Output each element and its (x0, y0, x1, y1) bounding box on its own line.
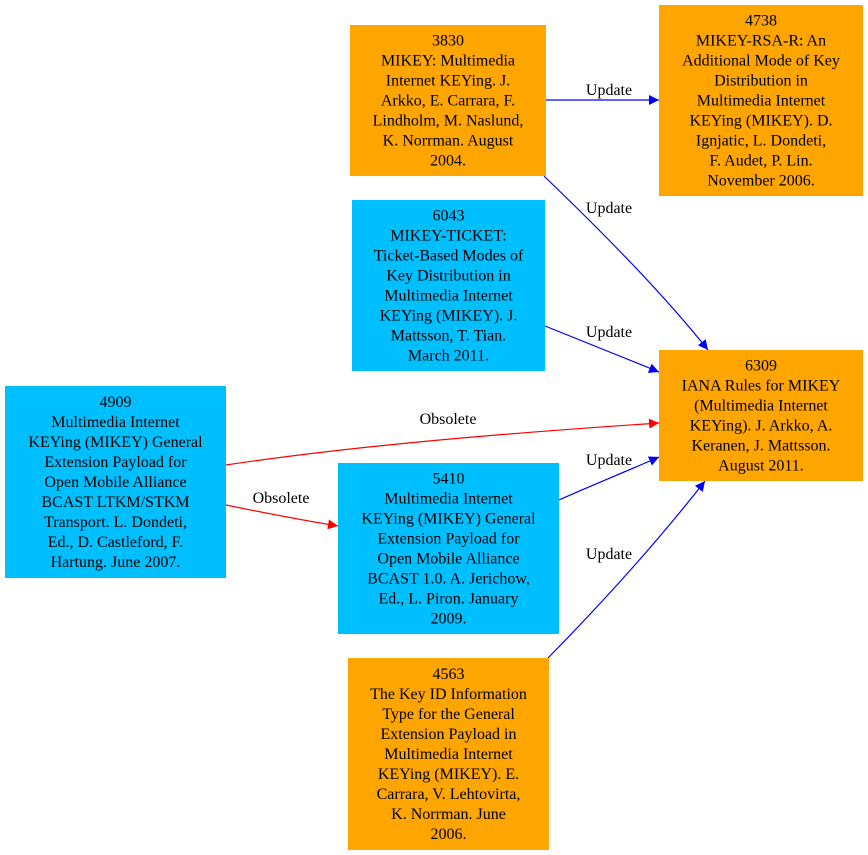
node-description-line: BCAST 1.0. A. Jerichow, (367, 571, 530, 588)
node-rfc-number: 6043 (433, 208, 465, 225)
node-description-line: Keranen, J. Mattsson. (691, 438, 830, 455)
node-description-line: Multimedia Internet (384, 746, 513, 763)
node-description-line: MIKEY-TICKET: (390, 228, 507, 245)
edge-label-6043-to-6309: Update (586, 324, 632, 341)
node-box (659, 350, 863, 481)
node-description-line: Hartung. June 2007. (51, 554, 181, 571)
node-description-line: Ignjatic, L. Dondeti, (696, 133, 826, 150)
node-description-line: MIKEY-RSA-R: An (696, 33, 826, 50)
node-description-line: Multimedia Internet (697, 93, 826, 110)
node-description-line: Ticket-Based Modes of (374, 248, 524, 265)
node-description-line: (Multimedia Internet (694, 398, 828, 415)
node-description-line: Open Mobile Alliance (44, 474, 186, 491)
node-description-line: KEYing (MIKEY) General (361, 511, 536, 528)
node-description-line: Extension Payload for (377, 531, 520, 548)
node-description-line: Extension Payload for (44, 454, 187, 471)
node-rfc-number: 4738 (745, 13, 777, 30)
node-description-line: KEYing). J. Arkko, A. (690, 418, 833, 435)
node-box (659, 5, 863, 196)
node-description-line: 2004. (430, 153, 466, 170)
edge-label-4909-to-6309: Obsolete (420, 411, 477, 428)
node-box (352, 200, 545, 371)
node-rfc-number: 4909 (100, 394, 132, 411)
node-description-line: KEYing (MIKEY). E. (378, 766, 519, 783)
edge-label-5410-to-6309: Update (586, 452, 632, 469)
node-description-line: K. Norrman. June (391, 806, 506, 823)
node-description-line: KEYing (MIKEY). J. (380, 308, 518, 325)
node-description-line: F. Audet, P. Lin. (709, 153, 812, 170)
node-description-line: Distribution in (714, 73, 808, 90)
edge-4563-to-6309 (547, 480, 706, 659)
edge-3830-to-6309 (543, 175, 709, 351)
node-description-line: Internet KEYing. J. (386, 73, 510, 90)
node-description-line: Open Mobile Alliance (377, 551, 519, 568)
node-description-line: BCAST LTKM/STKM (41, 494, 189, 511)
node-rfc-number: 4563 (433, 666, 465, 683)
node-description-line: MIKEY: Multimedia (381, 53, 515, 70)
node-box (5, 386, 226, 578)
node-rfc-number: 3830 (432, 33, 464, 50)
edge-label-4909-to-5410: Obsolete (253, 490, 310, 507)
node-description-line: The Key ID Information (370, 686, 527, 703)
edge-label-4563-to-6309: Update (586, 546, 632, 563)
node-description-line: March 2011. (408, 348, 489, 365)
node-description-line: Carrara, V. Lehtovirta, (377, 786, 521, 803)
node-description-line: August 2011. (718, 458, 804, 475)
node-description-line: 2006. (431, 826, 467, 843)
node-box (338, 463, 559, 634)
edge-4909-to-5410 (225, 504, 339, 530)
node-description-line: Extension Payload in (381, 726, 517, 743)
node-description-line: Transport. L. Dondeti, (44, 514, 187, 531)
node-rfc-number: 5410 (433, 471, 465, 488)
edge-6043-to-6309 (544, 325, 660, 373)
edge-label-3830-to-6309: Update (586, 200, 632, 217)
node-box (348, 658, 549, 850)
edge-label-3830-to-4738: Update (586, 82, 632, 99)
node-description-line: Additional Mode of Key (682, 53, 840, 70)
node-description-line: Mattsson, T. Tian. (391, 328, 506, 345)
edge-5410-to-6309 (558, 456, 660, 501)
node-description-line: November 2006. (707, 173, 815, 190)
node-description-line: 2009. (431, 611, 467, 628)
node-description-line: Multimedia Internet (384, 288, 513, 305)
node-description-line: KEYing (MIKEY) General (28, 434, 203, 451)
node-description-line: Key Distribution in (386, 268, 510, 285)
node-description-line: Type for the General (382, 706, 515, 723)
node-description-line: Lindholm, M. Naslund, (373, 113, 524, 130)
node-description-line: IANA Rules for MIKEY (682, 378, 841, 395)
node-description-line: Ed., L. Piron. January (379, 591, 519, 608)
node-description-line: Arkko, E. Carrara, F. (381, 93, 515, 110)
node-rfc-number: 6309 (745, 358, 777, 375)
edge-4909-to-6309 (225, 418, 660, 466)
node-description-line: Multimedia Internet (384, 491, 513, 508)
node-box (350, 25, 546, 176)
node-description-line: Multimedia Internet (51, 414, 180, 431)
node-description-line: K. Norrman. August (383, 133, 514, 150)
node-description-line: KEYing (MIKEY). D. (689, 113, 832, 130)
node-description-line: Ed., D. Castleford, F. (48, 534, 184, 551)
